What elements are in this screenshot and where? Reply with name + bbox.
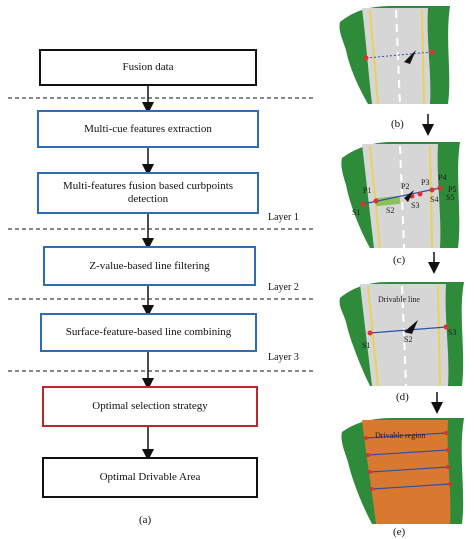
curbpoints-detection-box: Multi-features fusion based curbpoints d…	[37, 172, 259, 214]
optimal-area-box: Optimal Drivable Area	[42, 457, 258, 498]
segment-label: S2	[386, 206, 394, 215]
panel-d-road	[339, 282, 464, 387]
box-label: Surface-feature-based line combining	[65, 326, 232, 338]
caption-a: (a)	[139, 514, 152, 526]
drivable-region-label: Drivable region	[375, 431, 425, 440]
caption-b: (b)	[391, 118, 404, 130]
segment-label: S2	[404, 335, 412, 344]
point-label: P2	[401, 182, 409, 191]
selection-strategy-box: Optimal selection strategy	[42, 386, 258, 427]
box-label: Multi-cue features extraction	[84, 122, 212, 135]
box-label: Optimal Drivable Area	[99, 471, 201, 483]
caption-d: (d)	[396, 391, 409, 403]
segment-label: S3	[448, 328, 456, 337]
layer-label: Layer 1	[268, 212, 299, 223]
layer-label: Layer 3	[268, 352, 299, 363]
caption-e: (e)	[393, 526, 406, 538]
fusion-data-box: Fusion data	[39, 49, 257, 86]
segment-label: S1	[352, 208, 360, 217]
feature-extraction-box: Multi-cue features extraction	[37, 110, 259, 148]
box-label: Fusion data	[122, 61, 174, 73]
segment-label: S1	[362, 341, 370, 350]
segment-label: S4	[430, 195, 438, 204]
panel-e-road	[341, 418, 464, 524]
box-label: Multi-features fusion based curbpoints d…	[62, 180, 234, 205]
point-label: P4	[438, 173, 446, 182]
panel-b-road	[339, 6, 450, 105]
segment-label: S3	[411, 201, 419, 210]
point-label: P1	[363, 186, 371, 195]
layer-label: Layer 2	[268, 282, 299, 293]
drivable-line-label: Drivable line	[378, 295, 420, 304]
point-label: P3	[421, 178, 429, 187]
panel-c-road	[341, 142, 460, 249]
line-filtering-box: Z-value-based line filtering	[43, 246, 256, 286]
box-label: Optimal selection strategy	[92, 400, 208, 412]
segment-label: S5	[446, 193, 454, 202]
box-label: Z-value-based line filtering	[89, 259, 210, 272]
line-combining-box: Surface-feature-based line combining	[40, 313, 257, 352]
point-label: P5	[448, 185, 456, 194]
caption-c: (c)	[393, 254, 406, 266]
